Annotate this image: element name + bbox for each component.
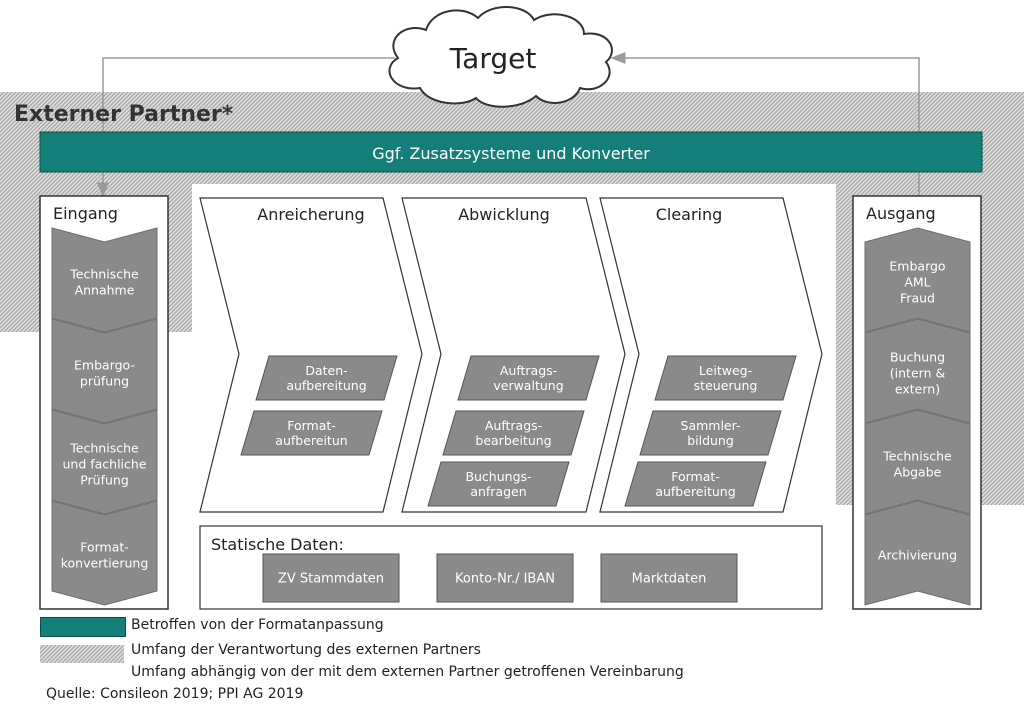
ausgang-step-label: (intern & [890,365,946,380]
process-step-label: Leitweg- [699,363,752,378]
process-step-label: anfragen [470,484,526,499]
eingang-step-label: und fachliche [62,456,146,471]
top-bar [39,131,983,173]
static-data-title: Statische Daten: [211,535,344,554]
eingang-step-label: konvertierung [61,555,149,570]
process-step-label: bildung [687,433,734,448]
process-step [442,410,585,456]
ausgang-step-label: Fraud [900,290,935,305]
process-step-label: Buchungs- [465,469,531,484]
process-step-label: aufbereitung [286,378,366,393]
eingang-step-label: Technische [69,440,139,455]
process-step [654,355,797,401]
eingang-step [51,318,158,424]
source-note: Quelle: Consileon 2019; PPI AG 2019 [46,686,304,702]
eingang-step-label: Technische [69,266,139,281]
process-step-label: verwaltung [493,378,563,393]
process-step-label: Sammler- [681,418,741,433]
ausgang-title: Ausgang [866,204,936,223]
process-step-label: Format- [671,469,720,484]
eingang-step-label: Embargo- [74,357,135,372]
eingang-step [51,227,158,333]
eingang-title: Eingang [53,204,118,223]
top-bar-label: Ggf. Zusatzsysteme und Konverter [372,144,650,163]
static-data-item [262,553,400,603]
ausgang-step [864,227,971,333]
process-step-label: steuerung [694,378,758,393]
process-step-label: Auftrags- [485,418,542,433]
process-step [427,461,570,507]
process-step-label: Format- [287,418,336,433]
ausgang-step-label: Technische [882,448,952,463]
static-data-item [600,553,738,603]
static-data-item-label: Marktdaten [632,572,707,587]
process-step [639,410,782,456]
eingang-step-label: Prüfung [80,472,129,487]
legend-hatch-label-1: Umfang der Verantwortung des externen Pa… [131,642,481,658]
process-step-label: bearbeitung [475,433,551,448]
ausgang-step-label: Archivierung [878,547,957,562]
phase-title: Clearing [656,205,723,224]
ausgang-step-label: Embargo [889,258,945,273]
legend-hatch-label-2: Umfang abhängig von der mit dem externen… [131,664,684,680]
ausgang-step [864,409,971,515]
legend-hatch-swatch [40,645,124,663]
legend-teal-label: Betroffen von der Formatanpassung [131,617,384,633]
process-step-label: Daten- [305,363,347,378]
phase-title: Anreicherung [257,205,364,224]
static-data-item-label: Konto-Nr./ IBAN [455,572,555,587]
process-step [255,355,398,401]
eingang-step-label: Format- [80,539,129,554]
target-cloud: Target [388,5,613,108]
ausgang-step-label: extern) [895,381,940,396]
process-step [624,461,767,507]
phase-title: Abwicklung [458,205,550,224]
legend-teal-swatch [40,617,126,637]
ausgang-step [864,500,971,606]
static-data-item-label: ZV Stammdaten [278,572,384,587]
ausgang-step-label: AML [904,274,930,289]
process-step-label: aufbereitung [655,484,735,499]
eingang-step [51,500,158,606]
ausgang-step-label: Buchung [890,349,945,364]
eingang-step-label: Annahme [75,282,135,297]
process-step-label: Auftrags- [500,363,557,378]
eingang-step [51,409,158,515]
static-data-item [436,553,574,603]
ausgang-step [864,318,971,424]
process-step [457,355,600,401]
target-label: Target [449,42,537,75]
partner-label: Externer Partner* [14,102,234,127]
process-step [240,410,383,456]
phase-chevron-anreicherung [199,197,423,513]
eingang-step-label: prüfung [80,373,129,388]
ausgang-step-label: Abgabe [894,464,942,479]
process-step-label: aufbereitun [275,433,347,448]
